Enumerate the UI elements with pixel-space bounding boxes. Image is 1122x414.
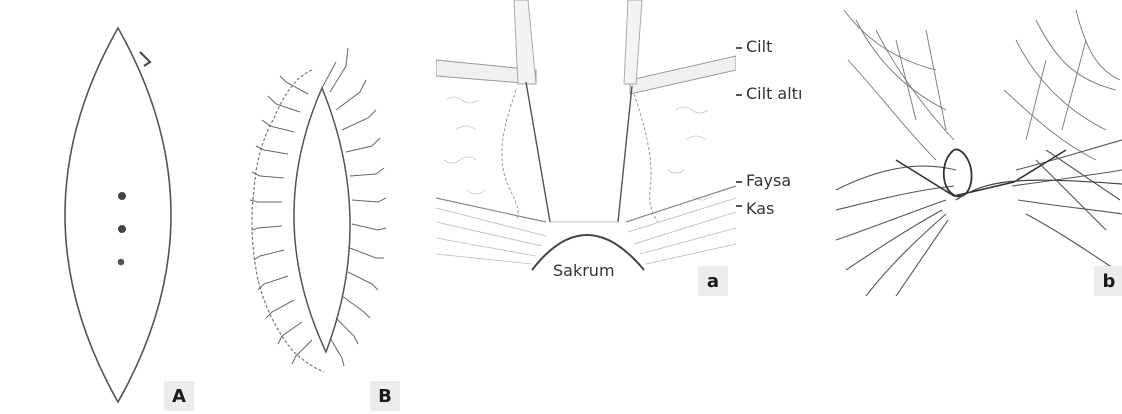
- panel-B: B: [236, 0, 416, 414]
- panel-B-tag: B: [370, 381, 400, 411]
- incision-ellipse-diagram: [0, 0, 220, 414]
- tissue-layers-diagram: [436, 0, 736, 294]
- incision-arrow-mark: [140, 52, 150, 66]
- tick-kas: [736, 205, 742, 207]
- tick-cilt-alti: [736, 94, 742, 96]
- closure-sketch-diagram: [836, 0, 1122, 296]
- label-cilt-alti: Cilt altı: [746, 84, 802, 103]
- panel-A: A: [0, 0, 220, 414]
- tick-cilt: [736, 47, 742, 49]
- suture-diagram: [236, 0, 416, 414]
- tick-faysa: [736, 181, 742, 183]
- incision-outline: [65, 28, 171, 402]
- label-sakrum: Sakrum: [549, 261, 619, 280]
- label-kas: Kas: [746, 199, 774, 218]
- marker-dot-2: [118, 225, 126, 233]
- panel-b-tag: b: [1094, 266, 1122, 296]
- marker-dot-3: [118, 259, 125, 266]
- panel-A-tag: A: [164, 381, 194, 411]
- marker-dot-1: [118, 192, 126, 200]
- wound-ellipse: [294, 88, 350, 352]
- label-faysa: Faysa: [746, 171, 791, 190]
- suture-top-tail: [322, 62, 336, 88]
- panel-a-tag: a: [698, 266, 728, 296]
- panel-a: Sakrum a Cilt Cilt altı Faysa Kas: [436, 0, 816, 300]
- label-cilt: Cilt: [746, 37, 772, 56]
- panel-b: b: [836, 0, 1122, 300]
